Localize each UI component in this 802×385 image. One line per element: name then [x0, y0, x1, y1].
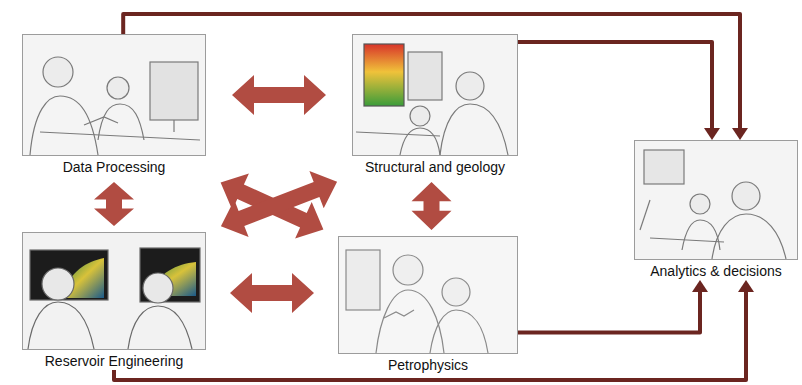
sketch-data-processing [23, 35, 205, 155]
photo-panel: Reservoir Engineering [22, 232, 206, 370]
connector-arrow [114, 280, 754, 380]
connector-arrow [123, 14, 748, 140]
connector-arrow [232, 75, 326, 115]
panel-caption: Data Processing [22, 158, 206, 176]
photo-panel: Analytics & decisions [634, 140, 798, 280]
photo-panel: Data Processing [22, 34, 206, 176]
sketch-petrophysics [339, 237, 517, 353]
photo-frame [22, 232, 206, 350]
panel-caption: Petrophysics [338, 356, 518, 374]
panel-caption: Analytics & decisions [634, 262, 798, 280]
connector-arrow [94, 182, 134, 226]
connector-arrow [412, 182, 452, 230]
photo-panel: Structural and geology [352, 34, 518, 176]
panel-caption: Structural and geology [352, 158, 518, 176]
sketch-reservoir-engineering [23, 233, 205, 349]
connector-arrow [518, 280, 708, 333]
sketch-analytics [635, 141, 797, 259]
photo-frame [338, 236, 518, 354]
connector-arrow [221, 171, 337, 237]
panel-caption: Reservoir Engineering [22, 352, 206, 370]
connector-arrow [518, 42, 720, 140]
sketch-structural-geology [353, 35, 517, 155]
photo-frame [22, 34, 206, 156]
photo-frame [634, 140, 798, 260]
photo-frame [352, 34, 518, 156]
connector-arrow [230, 273, 314, 313]
photo-panel: Petrophysics [338, 236, 518, 374]
